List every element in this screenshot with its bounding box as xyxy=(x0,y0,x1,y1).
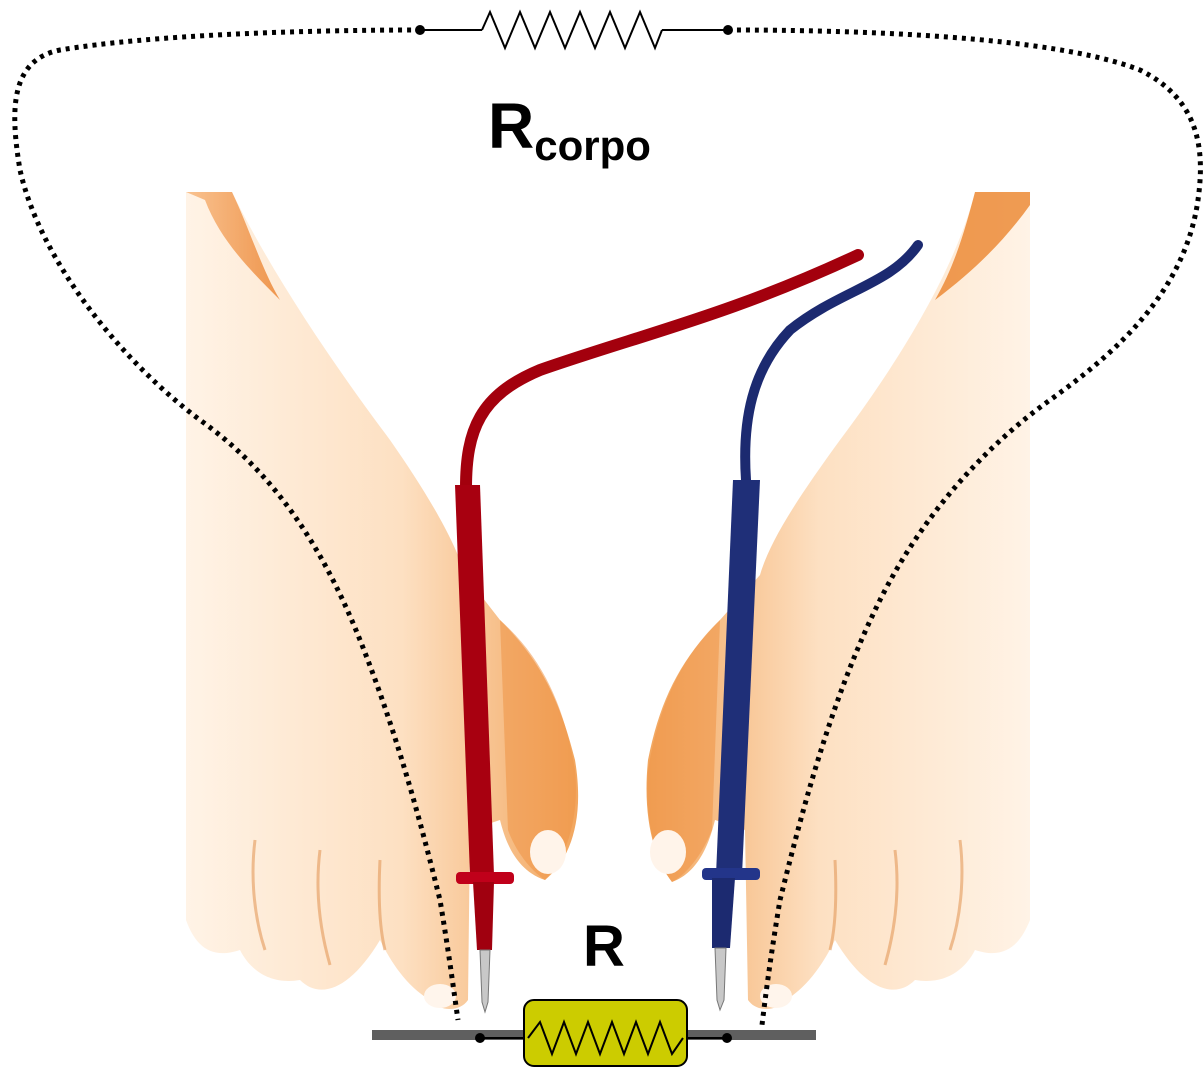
red-probe-cable xyxy=(466,255,858,488)
red-probe-tip xyxy=(480,950,490,1012)
body-resistor xyxy=(415,12,733,48)
body-resistance-subscript: corpo xyxy=(534,122,651,169)
resistor-right-node xyxy=(722,1033,732,1043)
body-resistor-right-node xyxy=(723,25,733,35)
blue-probe-tip xyxy=(715,948,726,1010)
red-probe-shaft xyxy=(473,882,494,950)
body-resistance-label: Rcorpo xyxy=(488,90,651,169)
resistor-body xyxy=(524,1000,687,1066)
right-thumbnail xyxy=(650,830,686,874)
component-resistance-label: R xyxy=(583,914,625,979)
body-resistor-left-node xyxy=(415,25,425,35)
blue-probe-shaft xyxy=(712,878,735,948)
left-thumbnail xyxy=(530,830,566,874)
left-fingernail xyxy=(424,984,456,1008)
left-hand xyxy=(186,192,578,1009)
zigzag-resistor-icon xyxy=(482,12,662,48)
resistor-left-node xyxy=(475,1033,485,1043)
left-forearm xyxy=(186,192,578,1009)
